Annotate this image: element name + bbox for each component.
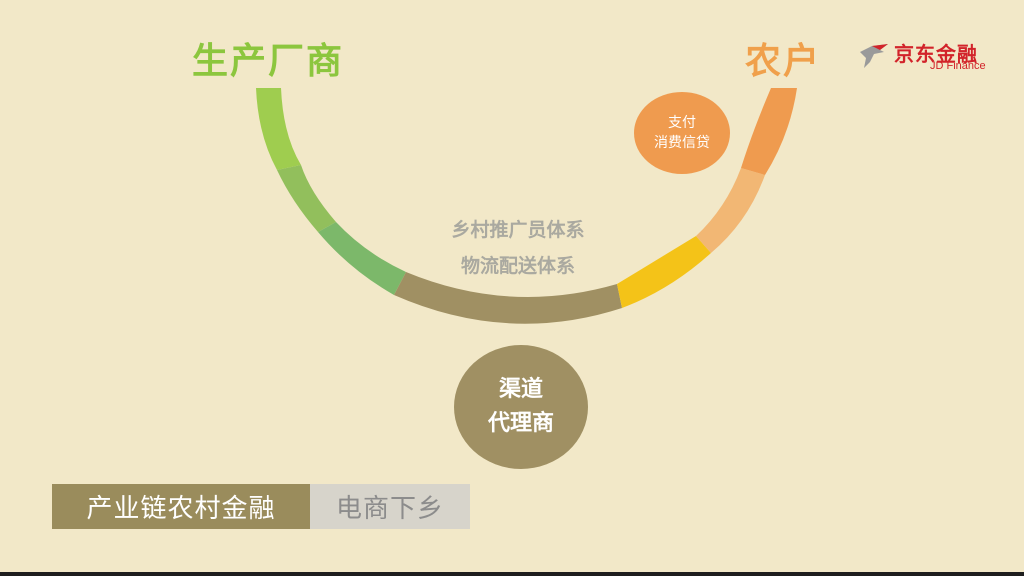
logo-text-cn: 京东金融 — [894, 42, 978, 66]
arc-segment-farmer-low — [696, 168, 765, 253]
logistics-system-label: 物流配送体系 — [460, 255, 575, 277]
producer-label: 生产厂商 — [192, 41, 345, 82]
tag-ecommerce-rural: 电商下乡 — [310, 484, 470, 529]
channel-agent-circle: 渠道 代理商 — [454, 345, 588, 469]
tag-rural-finance: 产业链农村金融 — [52, 484, 310, 529]
arc-segment-producer-mid — [277, 165, 336, 232]
bottom-divider — [0, 572, 1024, 576]
arc-segment-channel — [394, 272, 622, 324]
agent-label: 代理商 — [487, 411, 554, 436]
arc-inner-text: 乡村推广员体系 物流配送体系 — [400, 212, 636, 284]
arc-segment-producer-top — [256, 88, 301, 170]
payment-credit-circle: 支付 消费信贷 — [634, 92, 730, 174]
logo-text-en: JD Finance — [930, 60, 986, 72]
farmer-label: 农户 — [745, 41, 822, 82]
consumer-credit-label: 消费信贷 — [654, 135, 710, 151]
promoter-system-label: 乡村推广员体系 — [451, 219, 585, 241]
arc-segment-yellow — [617, 236, 711, 308]
payment-label: 支付 — [668, 115, 696, 131]
arc-segment-producer-low — [318, 222, 406, 295]
tag-bar: 产业链农村金融 电商下乡 — [52, 484, 470, 529]
jd-dog-logo-icon — [860, 44, 888, 68]
channel-label: 渠道 — [498, 377, 543, 402]
jd-finance-logo: 京东金融 JD Finance — [858, 38, 998, 78]
arc-segment-farmer-top — [741, 88, 797, 175]
